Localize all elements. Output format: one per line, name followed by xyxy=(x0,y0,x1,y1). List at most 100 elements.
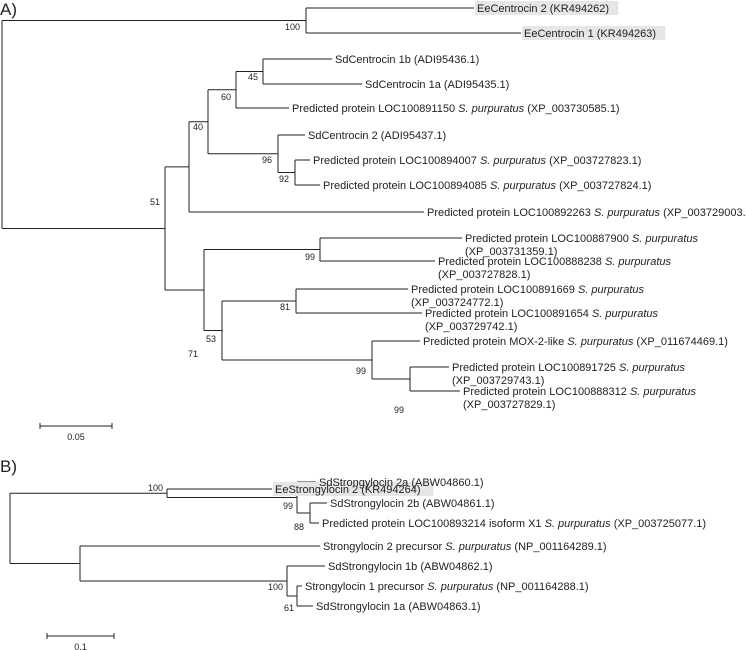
bootstrap-p88: 88 xyxy=(294,522,304,532)
panel-label-a: A) xyxy=(0,0,17,19)
leaf-label-str2p: Strongylocin 2 precursor S. purpuratus (… xyxy=(323,541,607,553)
leaf-label-part: (NP_001164288.1) xyxy=(493,581,588,593)
leaf-label-loc1654: Predicted protein LOC100891654 S. purpur… xyxy=(425,308,659,333)
leaf-highlights xyxy=(273,1,666,496)
leaf-label-part: Predicted protein LOC100894085 xyxy=(323,180,487,192)
leaf-label-part: Strongylocin 1 precursor xyxy=(305,581,425,593)
leaf-label-part: S. purpuratus xyxy=(578,284,645,296)
leaf-label-part: (XP_003729742.1) xyxy=(425,321,517,333)
leaf-label-part: (XP_003724772.1) xyxy=(411,297,503,309)
leaf-label-part: Predicted protein LOC100891669 xyxy=(411,284,575,296)
leaf-label-part: Predicted protein LOC100891654 xyxy=(425,308,589,320)
leaf-label-loc4007: Predicted protein LOC100894007 S. purpur… xyxy=(313,155,641,167)
leaf-label-part: Predicted protein LOC100894007 xyxy=(313,155,477,167)
scale-bar-label-b: 0.1 xyxy=(74,642,87,650)
tree-branches xyxy=(1,7,521,639)
leaf-label-loc8238: Predicted protein LOC100888238 S. purpur… xyxy=(438,256,672,281)
leaf-label-part: (XP_003729003.1) xyxy=(660,207,746,219)
highlight-eestr2 xyxy=(273,482,434,496)
bootstrap-p99b: 99 xyxy=(356,366,366,376)
leaf-label-loc3214: Predicted protein LOC100893214 isoform X… xyxy=(322,518,706,530)
leaf-label-part: S. purpuratus xyxy=(458,103,525,115)
leaf-label-part: S. purpuratus xyxy=(427,581,494,593)
bootstrap-p99c: 99 xyxy=(394,405,404,415)
bootstrap-upper: 51 xyxy=(150,197,160,207)
leaf-label-part: SdStrongylocin 1a (ABW04863.1) xyxy=(316,601,480,613)
leaf-label-part: (XP_003727823.1) xyxy=(546,155,641,167)
leaf-label-loc7900: Predicted protein LOC100887900 S. purpur… xyxy=(465,233,699,258)
leaf-label-part: S. purpuratus xyxy=(567,336,634,348)
leaf-label-sd1b: SdCentrocin 1b (ADI95436.1) xyxy=(335,54,479,66)
leaf-label-part: S. purpuratus xyxy=(480,155,547,167)
leaf-label-part: (XP_003727824.1) xyxy=(556,180,651,192)
highlight-ee1 xyxy=(522,26,666,40)
leaf-label-part: SdCentrocin 1b (ADI95436.1) xyxy=(335,54,479,66)
leaf-label-part: S. purpuratus xyxy=(545,518,612,530)
leaf-label-loc4085: Predicted protein LOC100894085 S. purpur… xyxy=(323,180,651,192)
bootstrap-sd2: 96 xyxy=(262,155,272,165)
leaf-label-ee2: EeCentrocin 2 (KR494262) xyxy=(477,3,609,15)
bootstrap-p53: 53 xyxy=(206,334,216,344)
leaf-label-part: S. purpuratus xyxy=(630,386,697,398)
leaf-label-sd1a: SdStrongylocin 1a (ABW04863.1) xyxy=(316,601,480,613)
leaf-label-part: Predicted protein MOX-2-like xyxy=(423,336,564,348)
leaf-label-part: SdCentrocin 2 (ADI95437.1) xyxy=(308,130,446,142)
leaf-label-part: Predicted protein LOC100887900 xyxy=(465,233,629,245)
leaf-label-part: (XP_003730585.1) xyxy=(524,103,619,115)
bootstrap-loc40: 92 xyxy=(279,174,289,184)
leaf-label-part: (NP_001164289.1) xyxy=(511,541,606,553)
leaf-label-mox2: Predicted protein MOX-2-like S. purpurat… xyxy=(423,336,728,348)
leaf-label-part: SdStrongylocin 1b (ABW04862.1) xyxy=(328,561,492,573)
leaf-label-part: S. purpuratus xyxy=(594,207,661,219)
leaf-label-loc2263: Predicted protein LOC100892263 S. purpur… xyxy=(427,207,746,219)
bootstrap-p100b: 100 xyxy=(268,582,283,592)
leaf-label-part: EeCentrocin 2 (KR494262) xyxy=(477,3,609,15)
leaf-label-part: Predicted protein LOC100888312 xyxy=(463,386,627,398)
bootstrap-p61: 61 xyxy=(284,603,294,613)
leaf-label-sd2: SdCentrocin 2 (ADI95437.1) xyxy=(308,130,446,142)
leaf-label-part: S. purpuratus xyxy=(619,362,686,374)
leaf-label-part: EeStrongylocin 2 (KR494264) xyxy=(275,484,421,496)
leaf-label-part: (XP_003727829.1) xyxy=(463,399,555,411)
bootstrap-p71: 71 xyxy=(188,349,198,359)
leaf-label-part: (XP_003725077.1) xyxy=(611,518,706,530)
leaf-label-part: (XP_003731359.1) xyxy=(465,246,557,258)
leaf-label-str1p: Strongylocin 1 precursor S. purpuratus (… xyxy=(305,581,589,593)
bootstrap-ee: 100 xyxy=(285,22,300,32)
bootstrap-cen: 40 xyxy=(193,122,203,132)
leaf-label-part: SdStrongylocin 2a (ABW04860.1) xyxy=(319,477,483,489)
leaf-label-part: SdStrongylocin 2b (ABW04861.1) xyxy=(330,498,494,510)
leaf-label-sd1a: SdCentrocin 1a (ADI95435.1) xyxy=(365,79,509,91)
leaf-label-part: S. purpuratus xyxy=(605,256,672,268)
leaf-label-eestr2: EeStrongylocin 2 (KR494264) xyxy=(275,484,421,496)
leaf-label-part: (XP_003729743.1) xyxy=(452,375,544,387)
leaf-label-sd2a: SdStrongylocin 2a (ABW04860.1) xyxy=(319,477,483,489)
leaf-label-part: Strongylocin 2 precursor xyxy=(323,541,443,553)
leaf-label-part: (XP_011674469.1) xyxy=(633,336,728,348)
leaf-label-part: S. purpuratus xyxy=(592,308,659,320)
bootstrap-p99: 99 xyxy=(283,501,293,511)
leaf-label-part: S. purpuratus xyxy=(445,541,512,553)
bootstrap-p81: 81 xyxy=(280,302,290,312)
leaf-label-sd2b: SdStrongylocin 2b (ABW04861.1) xyxy=(330,498,494,510)
highlight-ee2 xyxy=(475,1,619,15)
bootstrap-p99a: 99 xyxy=(305,252,315,262)
leaf-label-sd1b: SdStrongylocin 1b (ABW04862.1) xyxy=(328,561,492,573)
scale-bar-label-a: 0.05 xyxy=(67,432,85,442)
bootstrap-p100a: 100 xyxy=(148,483,163,493)
leaf-label-part: (XP_003727828.1) xyxy=(438,269,530,281)
leaf-label-loc1669: Predicted protein LOC100891669 S. purpur… xyxy=(411,284,645,309)
leaf-label-part: Predicted protein LOC100891150 xyxy=(292,103,455,115)
leaf-label-loc8312: Predicted protein LOC100888312 S. purpur… xyxy=(463,386,697,411)
leaf-label-part: S. purpuratus xyxy=(632,233,699,245)
leaf-label-loc1150: Predicted protein LOC100891150 S. purpur… xyxy=(292,103,620,115)
bootstrap-cen1: 60 xyxy=(221,92,231,102)
leaf-label-part: S. purpuratus xyxy=(490,180,557,192)
leaf-label-loc1725: Predicted protein LOC100891725 S. purpur… xyxy=(452,362,686,387)
leaf-label-part: SdCentrocin 1a (ADI95435.1) xyxy=(365,79,509,91)
leaf-label-part: Predicted protein LOC100888238 xyxy=(438,256,602,268)
bootstrap-sd1: 45 xyxy=(248,72,258,82)
leaf-label-part: Predicted protein LOC100893214 isoform X… xyxy=(322,518,542,530)
